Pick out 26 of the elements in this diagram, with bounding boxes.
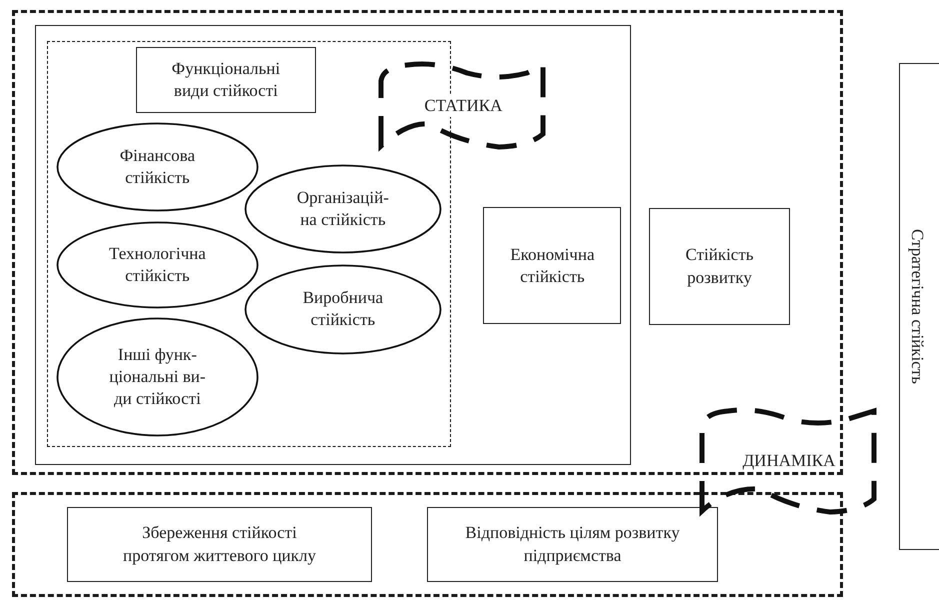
- ellipse-node: [244, 264, 442, 355]
- node-label: Стратегічна стійкість: [907, 229, 928, 384]
- dashed-frame: [12, 10, 843, 475]
- node-label: Збереження стійкості протягом життевого циклу: [122, 522, 318, 567]
- ellipse-node: [56, 316, 259, 437]
- frame-box: [35, 25, 631, 465]
- text-box: [649, 208, 790, 325]
- text-box: [483, 207, 622, 324]
- text-box: [899, 63, 939, 550]
- ellipse-node: [244, 164, 442, 254]
- node-label: Функціональні види стійкості: [170, 58, 282, 102]
- node-label: Фінансова стійкість: [118, 144, 196, 189]
- ellipse-node: [56, 220, 259, 309]
- node-label: Виробнича стійкість: [302, 287, 384, 332]
- node-label: Відповідність цілям розвитку підприємства: [464, 522, 681, 567]
- node-label: Економічна стійкість: [509, 244, 596, 288]
- dashed-frame: [12, 492, 843, 597]
- zone-label: СТАТИКА: [422, 94, 504, 117]
- text-box: [67, 507, 372, 582]
- ellipse-node: [56, 122, 259, 212]
- node-label: Технологічна стійкість: [108, 242, 207, 287]
- node-label: Інші функ- ціональні ви- ди стійкості: [108, 344, 206, 410]
- node-label: Організацій- на стійкість: [296, 186, 390, 231]
- text-box: [427, 507, 718, 582]
- node-label: Стійкість розвитку: [684, 244, 755, 289]
- text-box: [136, 46, 316, 113]
